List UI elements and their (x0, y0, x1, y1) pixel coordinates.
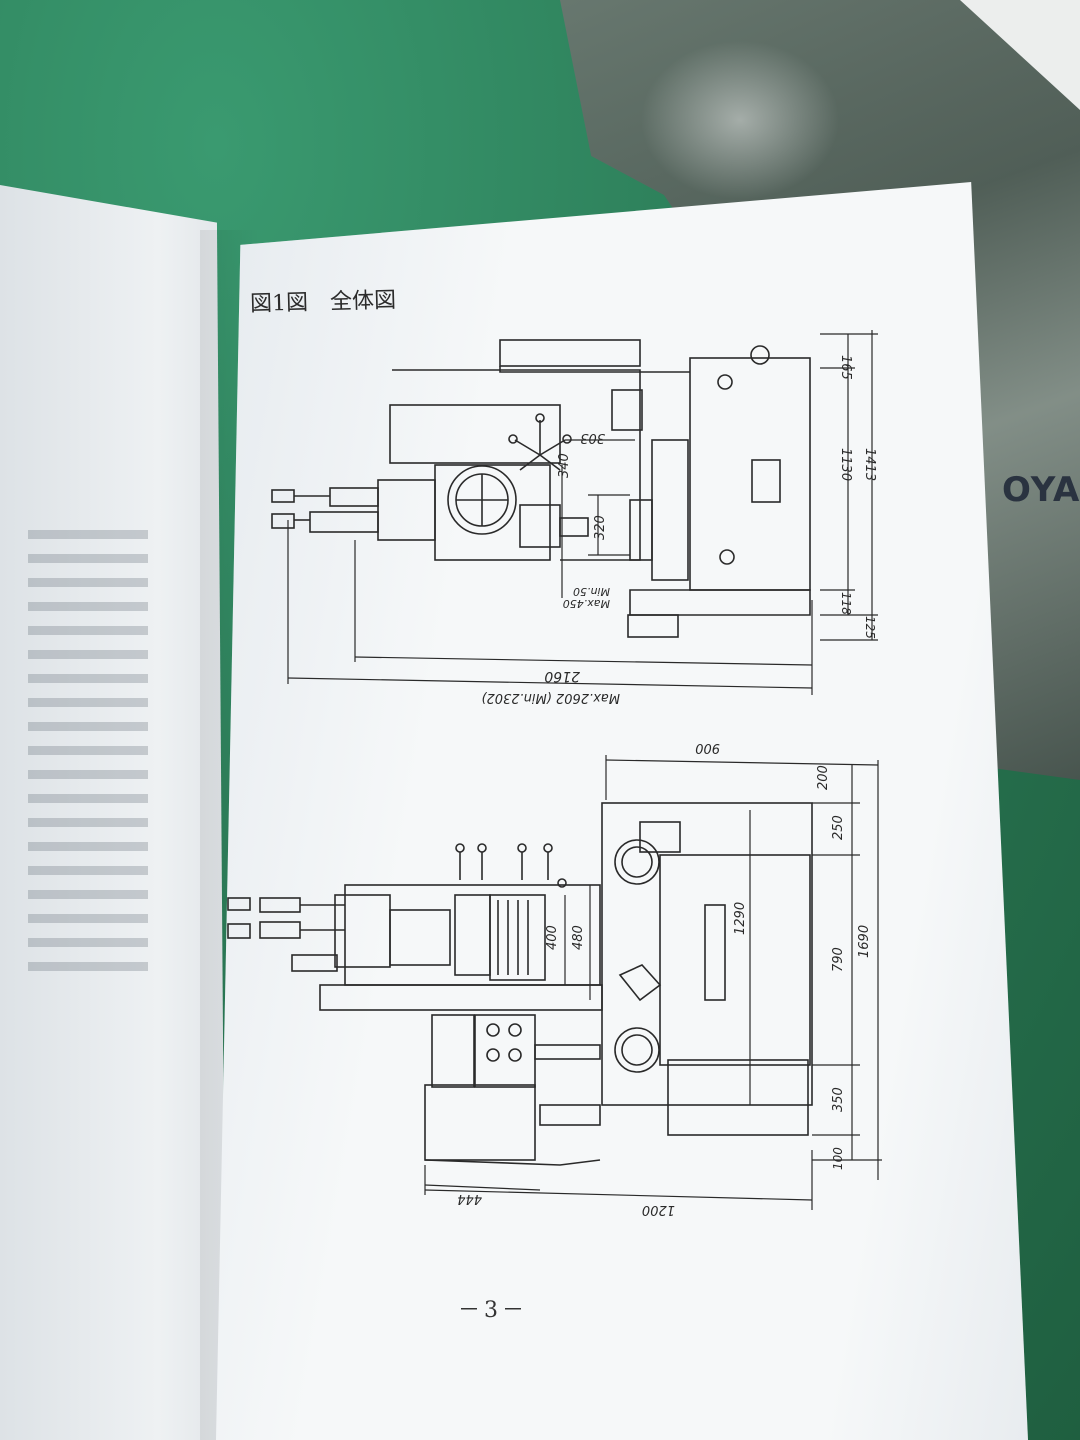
dim-front-400: 400 (545, 925, 560, 950)
dim-top-165: 165 (838, 355, 853, 380)
quill-lower (309, 511, 379, 533)
dim-top-1413: 1413 (862, 448, 877, 481)
dim-front-250: 250 (831, 815, 846, 840)
dim-front-1290: 1290 (733, 902, 748, 935)
ram-front (344, 884, 601, 986)
quill-upper (329, 487, 379, 507)
left-page (0, 185, 226, 1440)
dim-front-444: 444 (457, 1191, 482, 1206)
dim-top-max2602: Max.2602 (Min.2302) (481, 690, 620, 705)
control-panel-right (474, 1014, 536, 1088)
dim-front-790: 790 (831, 947, 846, 972)
top-view (271, 330, 878, 695)
plastic-sheen (640, 40, 840, 200)
star-handle (508, 413, 572, 471)
front-view (227, 755, 882, 1210)
dim-top-320: 320 (593, 515, 608, 540)
dim-front-1200: 1200 (642, 1202, 675, 1217)
top-view-dimensions (287, 330, 878, 695)
column-body (689, 357, 811, 591)
handwheel (447, 465, 517, 535)
column-front (601, 802, 813, 1106)
dim-top-2160: 2160 (544, 668, 580, 684)
dim-front-100: 100 (831, 1147, 845, 1170)
spindle-head (519, 504, 561, 548)
control-panel-left (431, 1014, 475, 1088)
dim-front-900: 900 (695, 740, 720, 755)
column-base (629, 589, 811, 616)
dim-top-340: 340 (557, 453, 572, 478)
dim-top-125: 125 (863, 616, 877, 639)
ram-body (392, 369, 641, 561)
upper-handwheel (614, 839, 660, 885)
ram-top (389, 404, 561, 464)
document-page (216, 182, 1028, 1440)
left-page-text-lines (0, 530, 170, 986)
dim-top-118: 118 (839, 592, 853, 615)
lower-handwheel (614, 1027, 660, 1073)
dim-front-200: 200 (816, 765, 831, 790)
dim-top-min50: Min.50 (573, 585, 610, 598)
head-housing (434, 464, 551, 561)
dim-top-303: 303 (580, 430, 605, 445)
dim-top-1130: 1130 (838, 448, 853, 481)
dim-front-1690: 1690 (857, 925, 872, 958)
front-view-dimensions (424, 755, 882, 1210)
dim-top-max450: Max.450 (563, 597, 610, 610)
bag-label: OYA (1002, 470, 1080, 510)
dim-front-480: 480 (571, 925, 586, 950)
dim-front-350: 350 (831, 1087, 846, 1112)
page-number: －3－ (458, 1298, 528, 1323)
top-cover (499, 339, 641, 367)
